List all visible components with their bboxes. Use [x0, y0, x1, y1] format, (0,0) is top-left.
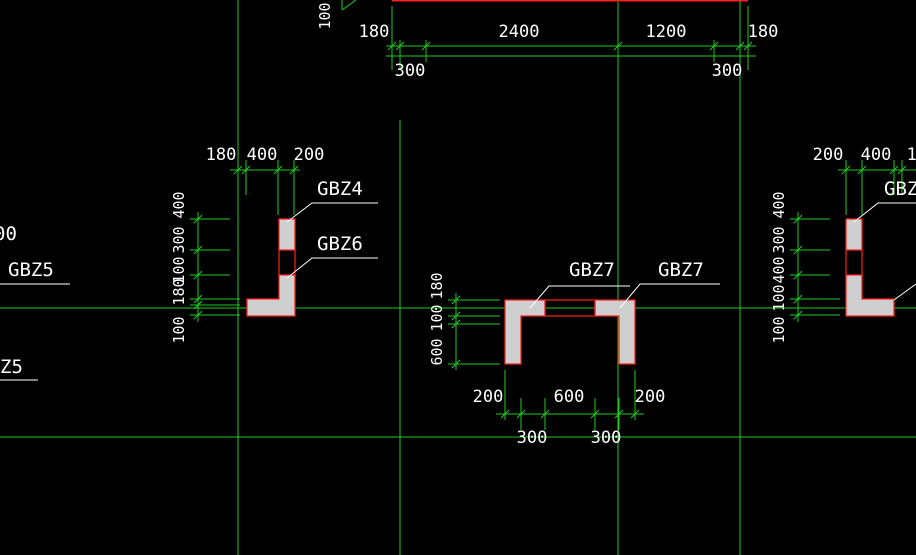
- dim-right-v100b: 100: [770, 316, 788, 343]
- dim-top-300-right: 300: [712, 61, 743, 81]
- dim-left-v400: 400: [170, 191, 188, 218]
- dim-right-v300: 300: [770, 226, 788, 253]
- dim-right-100-partial: 100: [907, 145, 916, 165]
- tick-center-h-4: [590, 409, 600, 419]
- column-gbz4[interactable]: [278, 218, 296, 251]
- leader-gbz4: [286, 202, 378, 223]
- tick-center-h-5: [614, 409, 624, 419]
- ext-vert-100-b: [341, 0, 357, 11]
- dim-left-v100b: 100: [170, 316, 188, 343]
- tick-top-1: [387, 41, 397, 51]
- leader-gbz6: [286, 257, 378, 279]
- column-right-upper[interactable]: [845, 218, 863, 251]
- tick-left-v-6: [193, 310, 203, 320]
- tick-left-v-4: [193, 294, 203, 304]
- label-gbz5-b[interactable]: Z5: [0, 356, 23, 378]
- left-edge-group: 00 GBZ5 Z5: [0, 223, 70, 381]
- tick-right-h-4: [897, 165, 907, 175]
- dim-center-v180: 180: [428, 272, 446, 299]
- dim-top-180-left: 180: [359, 22, 390, 42]
- center-wall-group: GBZ7 GBZ7 180 100 60: [428, 259, 720, 448]
- column-gbz7-right[interactable]: [594, 299, 636, 365]
- leader-gbz7-left: [529, 285, 630, 309]
- label-gbz6[interactable]: GBZ6: [317, 233, 363, 255]
- dim-top-300-left: 300: [395, 61, 426, 81]
- column-right-lower[interactable]: [845, 274, 895, 317]
- tick-top-3: [421, 41, 431, 51]
- right-wall-group: GBZ 200 400 100 400 300 400 100 100: [770, 145, 916, 344]
- tick-top-7: [743, 41, 753, 51]
- dim-center-200-right: 200: [635, 387, 666, 407]
- dim-right-200: 200: [813, 145, 844, 165]
- tick-left-v-2: [193, 245, 203, 255]
- label-partial-00: 00: [0, 223, 17, 245]
- dim-left-400: 400: [247, 145, 278, 165]
- label-right-gbz-partial[interactable]: GBZ: [884, 178, 916, 200]
- tick-right-v-1: [793, 214, 803, 224]
- tick-center-v-4: [451, 359, 461, 369]
- tick-top-4: [613, 41, 623, 51]
- tick-center-h-1: [500, 409, 510, 419]
- tick-left-v-1: [193, 214, 203, 224]
- beam-between-gbz7: [544, 299, 596, 317]
- tick-top-5: [709, 41, 719, 51]
- tick-center-v-1: [451, 295, 461, 305]
- tick-right-v-2: [793, 245, 803, 255]
- tick-left-h-3: [273, 165, 283, 175]
- dim-top-2400: 2400: [499, 22, 540, 42]
- dim-left-v300: 300: [170, 226, 188, 253]
- tick-top-6: [735, 41, 745, 51]
- label-gbz7-left[interactable]: GBZ7: [569, 259, 615, 281]
- leader-right-lower: [893, 283, 916, 301]
- dim-left-200: 200: [294, 145, 325, 165]
- dim-center-v600: 600: [428, 338, 446, 365]
- dim-center-200-left: 200: [473, 387, 504, 407]
- tick-right-v-3: [793, 270, 803, 280]
- dim-left-180: 180: [206, 145, 237, 165]
- dim-center-v100: 100: [428, 304, 446, 331]
- tick-left-v-3: [193, 270, 203, 280]
- tick-center-h-2: [516, 409, 526, 419]
- dim-right-v400b: 400: [770, 256, 788, 283]
- tick-right-h-1: [841, 165, 851, 175]
- left-wall-group: GBZ4 GBZ6 180 400 200 400 300 100 180 10…: [170, 145, 378, 344]
- dim-top-180-right: 180: [748, 22, 779, 42]
- dim-center-600: 600: [554, 387, 585, 407]
- tick-center-h-3: [540, 409, 550, 419]
- tick-left-h-1: [233, 165, 243, 175]
- dim-center-300-right: 300: [591, 428, 622, 448]
- dim-top-1200: 1200: [646, 22, 687, 42]
- dim-right-v400: 400: [770, 191, 788, 218]
- tick-left-v-5: [193, 300, 203, 310]
- tick-right-v-5: [793, 310, 803, 320]
- dim-center-300-left: 300: [517, 428, 548, 448]
- label-gbz5-a[interactable]: GBZ5: [8, 259, 54, 281]
- tick-top-2: [395, 41, 405, 51]
- column-gbz6[interactable]: [246, 274, 296, 317]
- leader-gbz7-right: [619, 283, 720, 309]
- tick-center-h-6: [630, 409, 640, 419]
- tick-right-h-3: [889, 165, 899, 175]
- label-gbz7-right[interactable]: GBZ7: [658, 259, 704, 281]
- dim-left-v180: 180: [170, 278, 188, 305]
- tick-left-h-2: [241, 165, 251, 175]
- leader-right-upper: [853, 202, 916, 223]
- tick-center-v-3: [451, 319, 461, 329]
- dim-top-100-vertical: 100: [316, 2, 334, 29]
- column-gbz7-left[interactable]: [504, 299, 546, 365]
- tick-center-v-2: [451, 311, 461, 321]
- dim-right-400: 400: [861, 145, 892, 165]
- tick-left-h-4: [289, 165, 299, 175]
- tick-right-v-4: [793, 294, 803, 304]
- dim-right-v100a: 100: [770, 284, 788, 311]
- tick-right-h-2: [857, 165, 867, 175]
- label-gbz4[interactable]: GBZ4: [317, 178, 363, 200]
- dim-left-v100a: 100: [170, 256, 188, 283]
- top-dimension-group: 180 2400 1200 180 300 300 100: [316, 0, 778, 81]
